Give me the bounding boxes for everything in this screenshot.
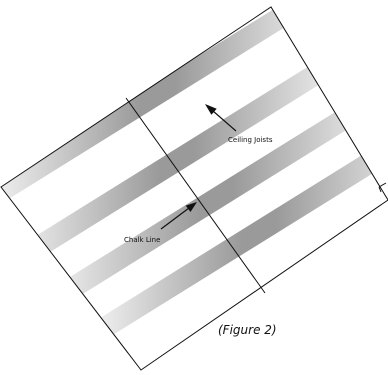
joist-stripe	[1, 7, 328, 205]
joist-stripes	[1, 7, 388, 343]
joist-stripe	[7, 49, 347, 272]
ceiling-joists-label: Ceiling Joists	[228, 136, 273, 144]
ceiling-panel-outline	[0, 6, 388, 371]
adjacent-panel-edge	[378, 182, 387, 193]
ceiling-joists-arrow	[205, 104, 237, 132]
joist-stripe	[46, 87, 386, 310]
chalk-line	[125, 97, 266, 294]
chalk-line-label: Chalk Line	[124, 236, 160, 244]
chalk-line-arrow	[160, 202, 197, 230]
figure-caption: (Figure 2)	[218, 323, 277, 337]
joist-stripe	[89, 120, 388, 343]
